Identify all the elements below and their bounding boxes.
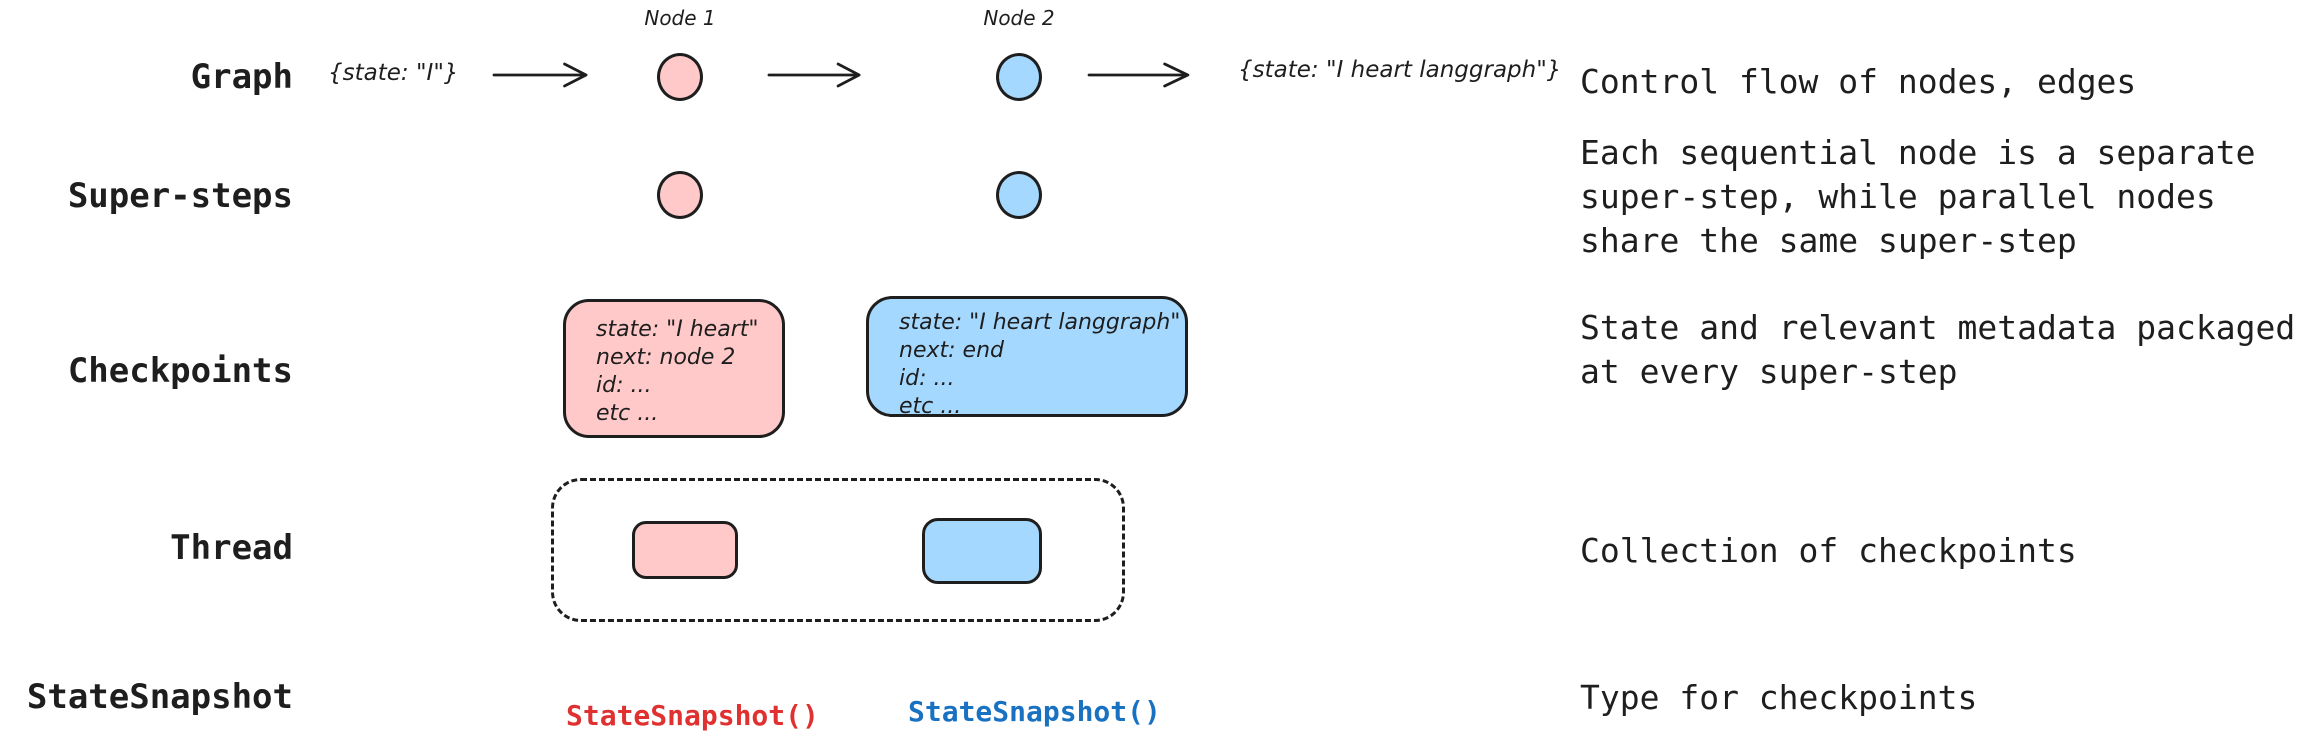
statesnapshot-call-node2: StateSnapshot() (908, 695, 1161, 728)
checkpoint-box-node2: state: "I heart langgraph" next: end id:… (866, 296, 1188, 419)
node1-circle (657, 53, 703, 101)
statesnapshot-description: Type for checkpoints (1580, 678, 1978, 717)
checkpoint-line: next: node 2 (596, 345, 736, 370)
row-label-thread: Thread (170, 528, 293, 568)
node1-label: Node 1 (644, 6, 716, 30)
statesnapshot-call-node1: StateSnapshot() (566, 699, 819, 732)
checkpoint-line: state: "I heart" (596, 317, 759, 342)
thread-container (551, 478, 1125, 622)
graph-description: Control flow of nodes, edges (1580, 62, 2137, 101)
row-label-supersteps: Super-steps (67, 176, 293, 216)
node2-label: Node 2 (983, 6, 1055, 30)
checkpoint-line: etc ... (596, 401, 659, 426)
node2-circle (996, 53, 1042, 101)
superstep2-circle (996, 171, 1042, 219)
row-label-checkpoints: Checkpoints (67, 351, 293, 391)
row-label-statesnapshot: StateSnapshot (26, 677, 293, 717)
row-label-graph: Graph (190, 57, 293, 97)
graph-input-state-annotation: {state: "I"} (328, 60, 459, 86)
checkpoint-line: etc ... (899, 394, 962, 419)
edge-arrow-icon (1087, 62, 1190, 88)
graph-output-state-annotation: {state: "I heart langgraph"} (1238, 57, 1562, 83)
edge-arrow-icon (767, 62, 861, 88)
checkpoint-box-node1: state: "I heart" next: node 2 id: ... et… (563, 299, 785, 438)
thread-description: Collection of checkpoints (1580, 531, 2077, 570)
checkpoint-line: id: ... (899, 366, 955, 391)
supersteps-description: Each sequential node is a separate super… (1580, 133, 2256, 260)
thread-checkpoint-blue (922, 518, 1042, 584)
checkpoint-line: state: "I heart langgraph" (899, 310, 1181, 335)
edge-arrow-icon (492, 62, 588, 88)
checkpoints-description: State and relevant metadata packaged at … (1580, 308, 2296, 391)
superstep1-circle (657, 171, 703, 219)
thread-checkpoint-pink (632, 521, 738, 579)
checkpoint-line: next: end (899, 338, 1004, 363)
checkpoint-line: id: ... (596, 373, 652, 398)
